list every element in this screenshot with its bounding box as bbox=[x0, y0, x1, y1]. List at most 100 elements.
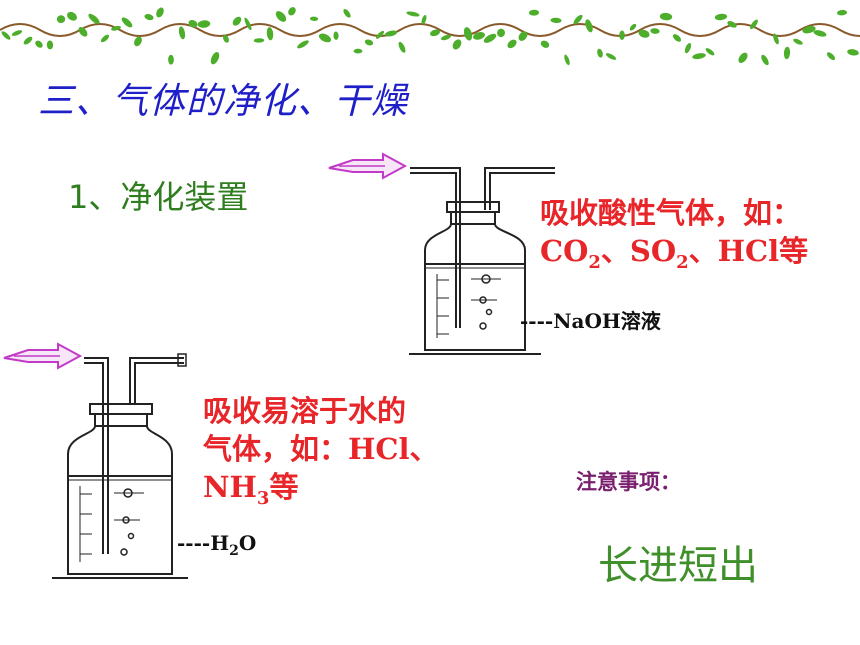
water-label-prefix: ----H bbox=[177, 531, 230, 555]
vine-leaf bbox=[836, 9, 848, 16]
section-heading: 1、净化装置 bbox=[68, 178, 249, 216]
vine-leaf bbox=[11, 30, 23, 36]
notice-heading: 注意事项： bbox=[576, 469, 681, 494]
vine-leaf bbox=[421, 14, 427, 25]
flow-arrow-1-icon bbox=[328, 152, 408, 180]
vine-leaf bbox=[605, 53, 617, 60]
vine-leaf bbox=[1, 31, 11, 40]
vine-border bbox=[0, 7, 860, 66]
note-soluble-gas: 吸收易溶于水的 气体，如：HCl、 NH3等 bbox=[203, 392, 439, 518]
vine-leaf bbox=[78, 26, 88, 37]
vine-leaf bbox=[210, 52, 220, 65]
wash-bottle-1 bbox=[328, 152, 555, 355]
vine-leaf bbox=[178, 26, 186, 40]
vine-leaf bbox=[244, 17, 252, 31]
nh-text: NH bbox=[203, 470, 257, 504]
note-acidic-gas: 吸收酸性气体，如： CO2、SO2、HCl等 bbox=[540, 194, 808, 282]
vine-leaf bbox=[564, 54, 570, 66]
hcl-text: 、HCl等 bbox=[688, 234, 809, 268]
so-text: 、SO bbox=[600, 234, 677, 268]
note-soluble-gas-line1: 吸收易溶于水的 bbox=[203, 394, 407, 428]
vine-leaf bbox=[318, 33, 332, 43]
note-soluble-gas-line3: NH3等 bbox=[203, 468, 439, 518]
vine-leaf bbox=[528, 9, 540, 16]
vine-leaf bbox=[121, 17, 133, 28]
vine-leaf bbox=[597, 48, 603, 58]
bottle-2-body bbox=[52, 353, 188, 579]
vine-leaf bbox=[343, 9, 351, 18]
vine-leaf bbox=[483, 33, 497, 43]
vine-leaf bbox=[672, 34, 682, 42]
vine-leaf bbox=[56, 15, 66, 24]
vine-leaf bbox=[23, 36, 33, 45]
vine-leaf bbox=[275, 11, 287, 22]
vine-leaf bbox=[384, 30, 398, 37]
vine-leaf bbox=[847, 49, 859, 56]
vine-leaf bbox=[629, 23, 637, 31]
vine-leaf bbox=[100, 34, 110, 43]
vine-leaf bbox=[573, 14, 583, 25]
water-label: ----H2O bbox=[177, 531, 256, 559]
vine-leaf bbox=[518, 31, 528, 41]
vine-leaf bbox=[364, 39, 374, 46]
vine-leaf bbox=[684, 42, 692, 54]
vine-leaf bbox=[144, 14, 154, 21]
vine-leaf bbox=[793, 38, 803, 45]
notice-rule: 长进短出 bbox=[598, 543, 758, 589]
vine-leaf bbox=[826, 52, 836, 61]
vine-leaf bbox=[398, 41, 406, 53]
vine-leaf bbox=[540, 40, 550, 48]
vine-leaf bbox=[705, 48, 715, 56]
vine-leaf bbox=[638, 29, 650, 38]
water-label-subscript: 2 bbox=[229, 543, 239, 559]
vine-leaf bbox=[35, 40, 43, 48]
vine-leaf bbox=[497, 28, 505, 38]
vine-leaf bbox=[197, 20, 211, 28]
note-soluble-gas-line2: 气体，如：HCl、 bbox=[203, 432, 439, 466]
vine-leaf bbox=[223, 34, 229, 43]
vine-leaf bbox=[452, 39, 462, 50]
vine-leaf bbox=[619, 30, 625, 40]
vine-leaf bbox=[550, 17, 562, 24]
vine-leaf bbox=[802, 25, 816, 34]
vine-leaf bbox=[266, 27, 274, 41]
note-acidic-gas-line1: 吸收酸性气体，如： bbox=[540, 196, 802, 230]
vine-leaf bbox=[659, 12, 673, 21]
nh-rest-text: 等 bbox=[269, 470, 299, 504]
vine-leaf bbox=[111, 25, 121, 31]
nh-subscript: 3 bbox=[256, 488, 270, 509]
vine-leaf bbox=[463, 27, 473, 41]
so-subscript: 2 bbox=[676, 252, 689, 273]
vine-leaf bbox=[750, 19, 758, 30]
vine-leaf bbox=[783, 46, 791, 60]
note-acidic-gas-line2: CO2、SO2、HCl等 bbox=[540, 232, 808, 282]
vine-leaf bbox=[288, 7, 296, 16]
vine-leaf bbox=[692, 53, 706, 60]
vine-leaf bbox=[134, 36, 142, 47]
co-text: CO bbox=[540, 234, 589, 268]
vine-leaf bbox=[67, 11, 77, 21]
vine-leaf bbox=[440, 34, 452, 41]
slide-title: 三、气体的净化、干燥 bbox=[38, 81, 409, 122]
water-label-suffix: O bbox=[238, 531, 257, 555]
vine-leaf bbox=[727, 21, 737, 28]
vine-leaf bbox=[188, 20, 198, 28]
co-subscript: 2 bbox=[588, 252, 601, 273]
vine-leaf bbox=[714, 13, 728, 21]
bottle-1-body bbox=[409, 167, 555, 355]
vine-leaf bbox=[253, 38, 265, 43]
wash-bottle-2 bbox=[3, 342, 188, 579]
vine-leaf bbox=[168, 54, 174, 65]
vine-leaf bbox=[156, 7, 164, 18]
vine-leaf bbox=[88, 13, 100, 24]
flow-arrow-2-icon bbox=[3, 342, 83, 370]
vine-leaf bbox=[353, 48, 363, 54]
vine-leaf bbox=[406, 11, 420, 17]
vine-leaf bbox=[46, 40, 54, 50]
naoh-solution-label: ----NaOH溶液 bbox=[520, 309, 661, 333]
vine-leaf bbox=[813, 30, 827, 37]
vine-leaf bbox=[375, 30, 385, 39]
vine-leaf bbox=[473, 32, 485, 40]
vine-leaf bbox=[309, 16, 319, 21]
vine-leaf bbox=[585, 19, 593, 33]
